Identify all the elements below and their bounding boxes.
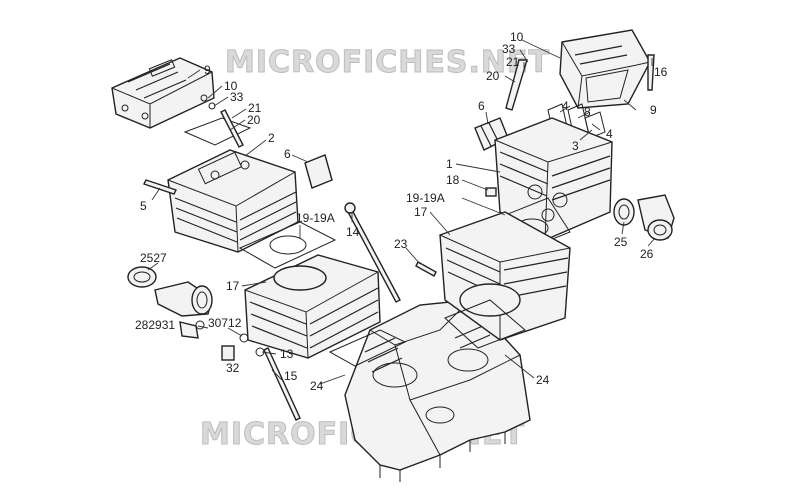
callout-4-upper: 4 (562, 99, 569, 113)
leader-lines (147, 39, 656, 385)
callout-labels: 9 10 33 21 20 2 6 5 19-19A 14 2527 17 23… (135, 30, 668, 393)
callout-2: 2 (268, 131, 275, 145)
callout-26: 26 (640, 247, 654, 261)
callout-30-7-12: 30712 (208, 316, 242, 330)
callout-18: 18 (446, 173, 460, 187)
cylinder-barrel-left (244, 254, 381, 359)
callout-1: 1 (446, 157, 453, 171)
crankcase (344, 299, 531, 482)
callout-24-right: 24 (536, 373, 550, 387)
callout-28-29-31: 282931 (135, 318, 175, 332)
callout-14: 14 (346, 225, 360, 239)
callout-17-right: 17 (414, 205, 428, 219)
callout-19-19a-left: 19-19A (296, 211, 335, 225)
bolt-20-right (505, 59, 528, 111)
stud-15 (263, 347, 301, 421)
cylinder-head-right (494, 117, 613, 241)
callout-17-left: 17 (226, 279, 240, 293)
callout-19-19a-right: 19-19A (406, 191, 445, 205)
callout-9-right: 9 (650, 103, 657, 117)
base-gasket-left (328, 329, 407, 367)
stud-5 (143, 179, 177, 195)
rocker-cover-left (111, 57, 215, 129)
callout-32: 32 (226, 361, 240, 375)
callout-3: 3 (572, 139, 579, 153)
bush-32 (221, 345, 235, 361)
callout-21-left: 21 (248, 101, 262, 115)
callout-16: 16 (654, 65, 668, 79)
oring-7-12 (239, 333, 249, 343)
intake-manifold-right (613, 194, 675, 241)
callout-33-left: 33 (230, 90, 244, 104)
callout-23: 23 (394, 237, 408, 251)
base-gasket-right (444, 299, 526, 349)
callout-21-right: 21 (506, 55, 520, 69)
callout-15: 15 (284, 369, 298, 383)
callout-5: 5 (140, 199, 147, 213)
callout-8: 8 (584, 105, 591, 119)
intake-manifold-left (127, 266, 213, 317)
callout-6-right: 6 (478, 99, 485, 113)
pin-23 (415, 261, 437, 277)
head-gasket-left (238, 221, 337, 269)
callout-9-left: 9 (204, 63, 211, 77)
rocker-cover-right (559, 29, 651, 109)
callout-13: 13 (280, 347, 294, 361)
callout-20-right: 20 (486, 69, 500, 83)
cylinder-head-left (167, 149, 299, 253)
washer-30 (195, 320, 205, 330)
callout-4-lower: 4 (606, 127, 613, 141)
bolt-16 (647, 54, 655, 91)
watermark-top: MICROFICHES.NET (225, 45, 550, 80)
callout-10-left: 10 (224, 79, 238, 93)
rocker-gasket-left (183, 117, 252, 146)
clip-28-29-31 (179, 321, 199, 339)
nut-19-left (344, 202, 356, 214)
callout-6-left: 6 (284, 147, 291, 161)
spacer-6-left (304, 154, 333, 189)
callout-25-27: 2527 (140, 251, 167, 265)
dowel-18 (485, 187, 497, 197)
callout-20-left: 20 (247, 113, 261, 127)
callout-24-left: 24 (310, 379, 324, 393)
callout-25: 25 (614, 235, 628, 249)
callout-33-right: 33 (502, 42, 516, 56)
callout-10-right: 10 (510, 30, 524, 44)
